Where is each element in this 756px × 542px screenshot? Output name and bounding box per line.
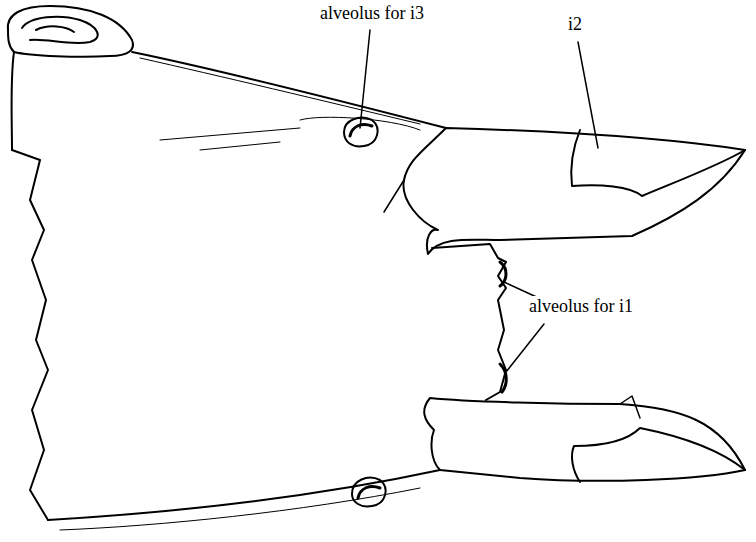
surface-hatch [200,142,280,150]
leader-line [578,42,598,148]
molar-enamel [36,26,74,32]
incisor-i2 [403,128,745,254]
leader-line [360,30,370,128]
broken-edge [12,150,48,520]
bone-edge [140,58,420,124]
incisor-enamel [620,396,640,418]
incisor-enamel [571,130,745,196]
bone-edge [12,52,15,150]
part-label: i2 [566,14,584,35]
leader-line [506,324,544,372]
surface-hatch [160,128,300,140]
bone-edge [384,180,404,212]
molar-section [8,6,133,57]
molar-enamel [22,17,98,43]
incisor-i2 [424,398,745,481]
alveolus [352,478,386,507]
alveolus-i1 [432,244,506,400]
alveolus [350,124,372,136]
part-label: alveolus for i3 [318,3,426,24]
bone-edge [132,52,446,128]
incisor-enamel [572,428,745,482]
alveolus [358,486,380,498]
bone-edge [60,488,420,530]
alveolus-i1 [500,364,506,392]
part-label: alveolus for i1 [527,296,635,317]
